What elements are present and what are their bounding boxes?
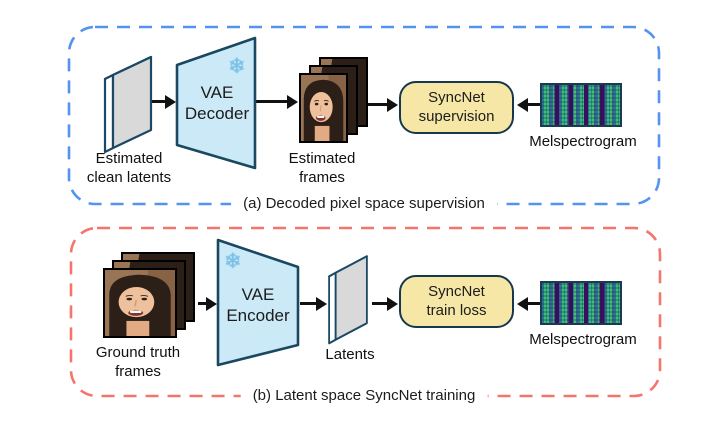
arrow-decoder-to-frames [255,100,288,103]
estimated-frame-front [299,73,348,143]
melspectrogram-image-b [540,281,622,325]
vae-encoder-shape [216,238,300,367]
arrow-latents-to-decoder [146,100,166,103]
arrow-frames-to-encoder [198,302,207,305]
arrow-latents-to-syncnet [372,302,388,305]
ground-truth-frames-label: Ground truth frames [95,344,181,380]
arrow-frames-to-syncnet [368,103,388,106]
syncnet-supervision-box: SyncNet supervision [399,81,514,134]
vae-encoder-label: VAE Encoder [226,285,290,325]
melspectrogram-image-a [540,83,622,127]
snowflake-icon: ❄ [224,250,242,273]
latents-slab [328,255,368,345]
ground-truth-frame-front [103,268,177,338]
estimated-clean-latents-label: Estimated clean latents [86,150,172,186]
arrow-encoder-to-latents [300,302,317,305]
arrow-mel-to-syncnet-train-loss [527,302,540,305]
vae-decoder-label: VAE Decoder [184,83,250,123]
panel-a-caption: (a) Decoded pixel space supervision [231,195,497,213]
melspectrogram-label-a: Melspectrogram [529,133,637,150]
arrow-mel-to-syncnet-supervision [527,103,540,106]
syncnet-train-loss-box: SyncNet train loss [399,275,514,328]
face-image [301,75,346,141]
snowflake-icon: ❄ [228,55,246,78]
face-image [105,270,175,336]
latents-label: Latents [325,346,375,363]
melspectrogram-label-b: Melspectrogram [529,331,637,348]
estimated-clean-latents-slab [103,55,153,154]
panel-b-caption: (b) Latent space SyncNet training [240,387,488,405]
vae-decoder-shape [175,36,257,170]
estimated-frames-label: Estimated frames [288,150,356,186]
